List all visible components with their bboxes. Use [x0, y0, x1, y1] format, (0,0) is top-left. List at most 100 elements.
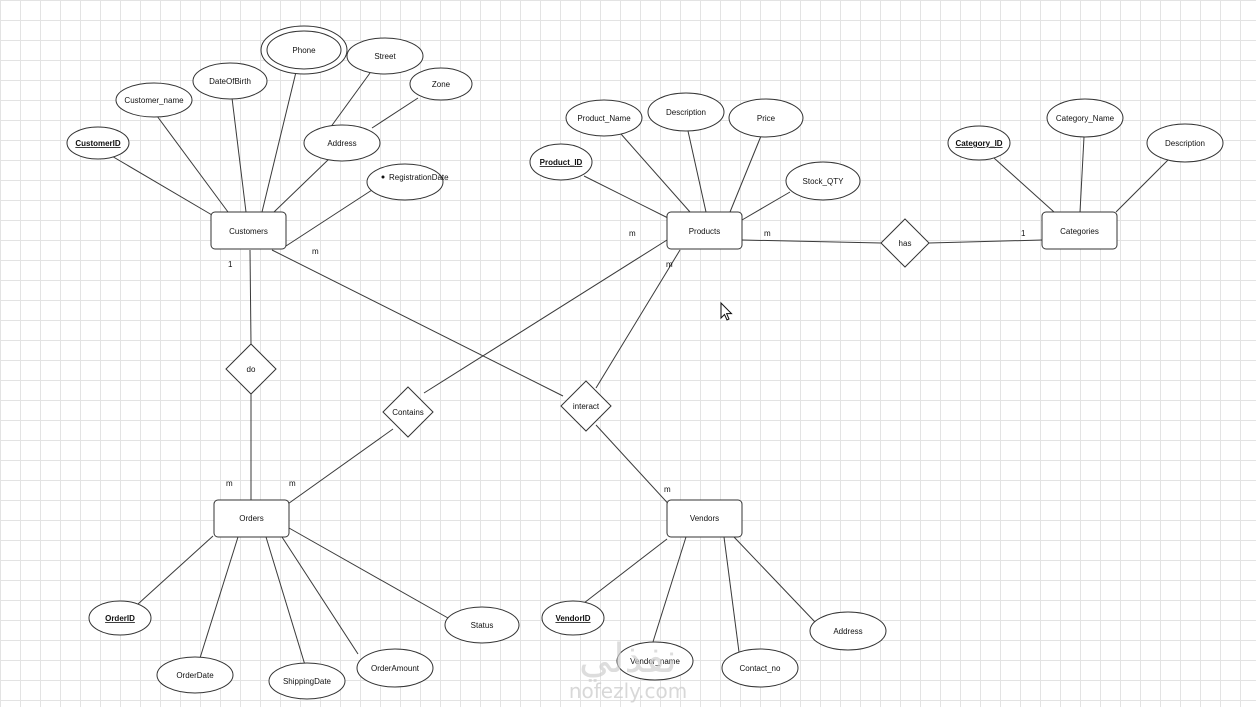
attribute-customer-name[interactable]: Customer_name — [115, 82, 193, 118]
attribute-label: Zone — [432, 80, 451, 89]
connector — [329, 72, 371, 129]
entity-label: Customers — [229, 227, 268, 236]
entity-products[interactable]: Products — [666, 211, 743, 250]
relationship-do[interactable]: do — [225, 343, 277, 395]
attribute-vendor-name[interactable]: Vendor_name — [616, 641, 694, 681]
cardinality-label: m — [666, 260, 673, 269]
cardinality-label: m — [289, 479, 296, 488]
connector — [729, 135, 762, 213]
attribute-zone[interactable]: Zone — [409, 67, 473, 101]
attribute-product-id[interactable]: Product_ID — [529, 143, 593, 181]
attribute-orderamount[interactable]: OrderAmount — [356, 648, 434, 688]
connector — [273, 157, 331, 213]
attribute-shippingdate[interactable]: ShippingDate — [268, 662, 346, 700]
attribute-label: Price — [757, 114, 776, 123]
attribute-label: Address — [833, 627, 862, 636]
cardinality-label: 1 — [1021, 229, 1026, 238]
attribute-label: DateOfBirth — [209, 77, 251, 86]
watermark-arabic: نفذلي — [579, 636, 677, 682]
relationship-label: interact — [573, 402, 600, 411]
connector — [741, 191, 791, 221]
attribute-product-name[interactable]: Product_Name — [565, 99, 643, 137]
attribute-label: Category_ID — [955, 139, 1002, 148]
attribute-category-id[interactable]: Category_ID — [947, 125, 1011, 161]
connector — [595, 249, 681, 389]
attribute-label: OrderID — [105, 614, 135, 623]
connector — [928, 239, 1043, 244]
attribute-registrationdate[interactable]: RegistrationDate — [366, 163, 449, 201]
connector — [993, 157, 1055, 213]
connector — [583, 538, 668, 604]
connector — [271, 249, 564, 397]
cardinality-label: m — [664, 485, 671, 494]
connector — [249, 249, 252, 345]
attribute-street[interactable]: Street — [346, 37, 424, 75]
entity-customers[interactable]: Customers — [210, 211, 287, 250]
attribute-description-product[interactable]: Description — [647, 92, 725, 132]
attribute-label: RegistrationDate — [389, 173, 449, 182]
attribute-label: Contact_no — [740, 664, 781, 673]
cardinality-label: m — [226, 479, 233, 488]
relationship-interact[interactable]: interact — [560, 380, 612, 432]
attribute-price[interactable]: Price — [728, 98, 804, 138]
attribute-address-vendor[interactable]: Address — [809, 611, 887, 651]
attribute-label: Customer_name — [124, 96, 184, 105]
attribute-label: CustomerID — [75, 139, 121, 148]
attribute-label: Description — [666, 108, 706, 117]
attribute-label: Product_Name — [577, 114, 631, 123]
attribute-label: Stock_QTY — [803, 177, 845, 186]
attribute-phone[interactable]: Phone — [260, 25, 348, 75]
attribute-customerid[interactable]: CustomerID — [66, 126, 130, 160]
attribute-stock-qty[interactable]: Stock_QTY — [785, 161, 861, 201]
attribute-label: VendorID — [555, 614, 590, 623]
attribute-dateofbirth[interactable]: DateOfBirth — [192, 62, 268, 100]
connector — [583, 175, 669, 219]
attribute-label: Status — [471, 621, 494, 630]
entity-vendors[interactable]: Vendors — [666, 499, 743, 538]
connector — [137, 535, 214, 605]
connector — [231, 97, 247, 213]
connector — [651, 536, 687, 646]
cardinality-label: m — [312, 247, 319, 256]
relationship-has[interactable]: has — [880, 218, 930, 268]
attribute-orderid[interactable]: OrderID — [88, 600, 152, 636]
watermark-latin: nofezly.com — [569, 679, 687, 703]
attribute-status[interactable]: Status — [444, 606, 520, 644]
connector — [423, 239, 668, 394]
cardinality-label: 1 — [228, 260, 233, 269]
relationship-label: has — [899, 239, 912, 248]
watermark: نفذلي nofezly.com — [569, 636, 687, 703]
connector — [733, 536, 816, 623]
attribute-label: Product_ID — [540, 158, 583, 167]
attribute-label: ShippingDate — [283, 677, 332, 686]
attribute-label: Phone — [292, 46, 316, 55]
connector — [284, 428, 394, 507]
attribute-contact-no[interactable]: Contact_no — [721, 648, 799, 688]
attribute-description-category[interactable]: Description — [1146, 123, 1224, 163]
connector — [1115, 159, 1169, 213]
attribute-address-customer[interactable]: Address — [303, 124, 381, 162]
attribute-orderdate[interactable]: OrderDate — [156, 656, 234, 694]
connector — [288, 527, 449, 619]
attribute-label: OrderDate — [176, 671, 214, 680]
connector — [285, 189, 373, 247]
cardinalities: 1 m m m m 1 m m m — [226, 229, 1026, 494]
cursor-icon — [720, 301, 733, 321]
attribute-vendorid[interactable]: VendorID — [541, 600, 605, 636]
connector — [261, 71, 297, 213]
bullet-icon — [381, 175, 385, 179]
connector — [595, 424, 675, 511]
relationship-label: Contains — [392, 408, 424, 417]
connector — [1079, 136, 1085, 213]
connector — [371, 97, 419, 129]
attribute-label: Category_Name — [1056, 114, 1115, 123]
entity-orders[interactable]: Orders — [213, 499, 290, 538]
entity-label: Orders — [239, 514, 263, 523]
entity-categories[interactable]: Categories — [1041, 211, 1118, 250]
relationship-contains[interactable]: Contains — [382, 386, 434, 438]
connector — [741, 239, 882, 244]
attribute-category-name[interactable]: Category_Name — [1046, 98, 1124, 138]
relationship-label: do — [247, 365, 256, 374]
connector — [723, 536, 740, 653]
